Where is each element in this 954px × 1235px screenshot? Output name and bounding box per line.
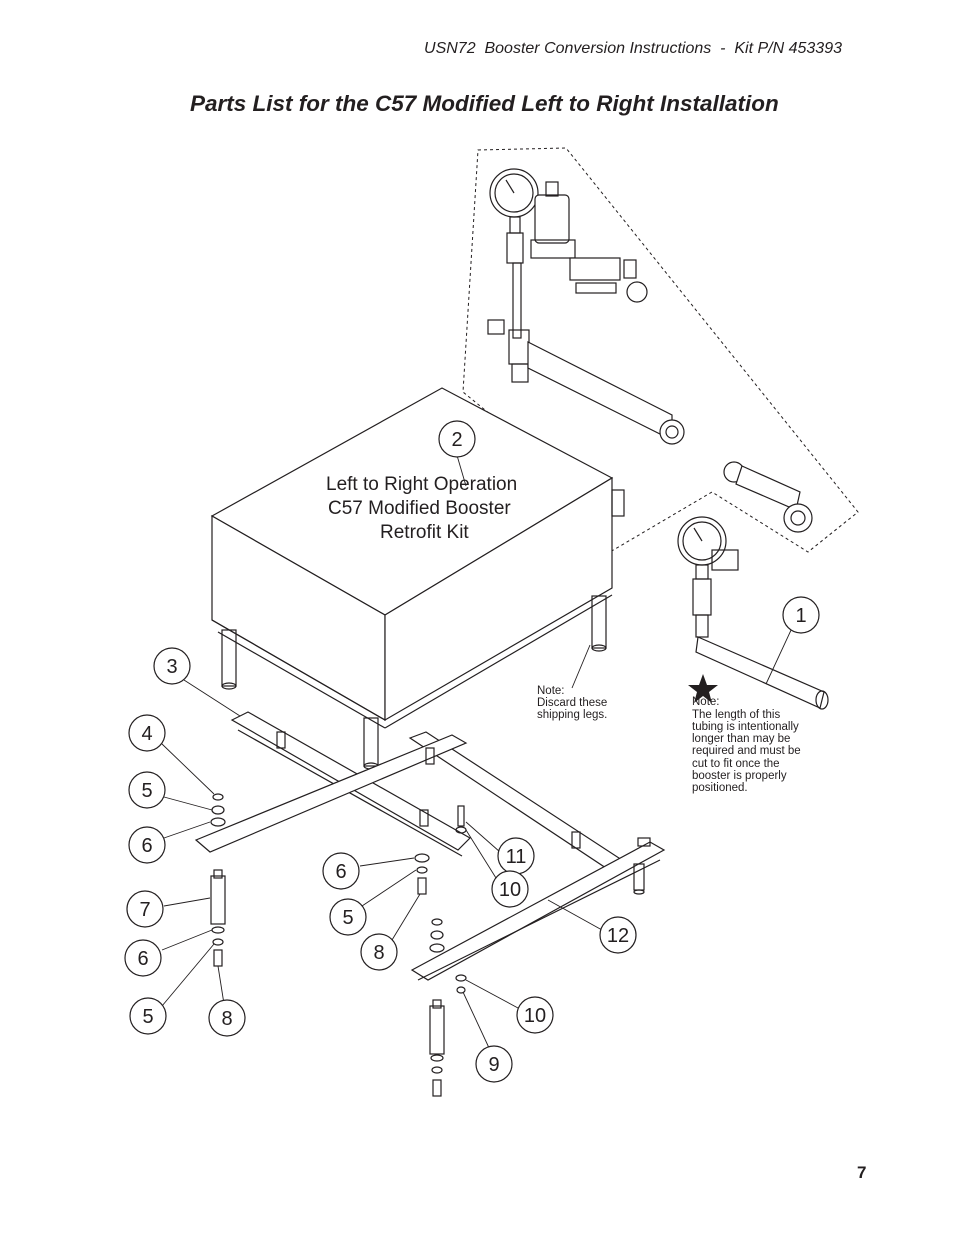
booster-cabinet	[210, 387, 625, 770]
kit-label-line2: C57 Modified Booster	[328, 498, 511, 519]
callout-4: 4	[141, 723, 152, 745]
callout-8-lower: 8	[221, 1008, 232, 1030]
kit-label-line1: Left to Right Operation	[326, 474, 517, 495]
tubing-note-line1: Note:	[692, 696, 720, 708]
legs-note-line2: Discard these	[537, 697, 607, 709]
callout-10-lower: 10	[524, 1005, 546, 1027]
base-frame	[194, 711, 666, 981]
callout-6-middle: 6	[335, 861, 346, 883]
callout-5-lower: 5	[142, 1006, 153, 1028]
callout-7: 7	[139, 899, 150, 921]
tubing-note-line3: tubing is intentionally	[692, 721, 799, 733]
callout-6-left: 6	[141, 835, 152, 857]
callout-circles	[124, 420, 820, 1083]
callout-11: 11	[506, 846, 527, 868]
tubing-note-line6: cut to fit once the	[692, 758, 780, 770]
hardware-bottom	[429, 999, 445, 1097]
hardware-left	[210, 793, 226, 967]
tubing-note-line8: positioned.	[692, 782, 748, 794]
page-number: 7	[857, 1163, 867, 1182]
callout-2: 2	[451, 429, 462, 451]
leader-lines	[161, 451, 793, 1051]
callout-9: 9	[488, 1054, 499, 1076]
callout-5-middle: 5	[342, 907, 353, 929]
tubing-note-line4: longer than may be	[692, 733, 790, 745]
callout-12: 12	[607, 925, 629, 947]
callout-6-lower: 6	[137, 948, 148, 970]
page-title: Parts List for the C57 Modified Left to …	[190, 91, 779, 116]
star-icon	[688, 674, 718, 703]
page-header: USN72 Booster Conversion Instructions - …	[424, 40, 842, 57]
shipping-legs-note: Note: Discard these shipping legs.	[537, 685, 607, 721]
callout-1: 1	[795, 605, 806, 627]
tubing-note: Note: The length of this tubing is inten…	[692, 696, 801, 794]
kit-label: Left to Right Operation C57 Modified Boo…	[326, 474, 517, 543]
valve-assembly	[487, 168, 685, 445]
hardware-middle	[414, 805, 467, 994]
callout-3: 3	[166, 656, 177, 678]
callout-10-upper: 10	[499, 879, 521, 901]
legs-note-line1: Note:	[537, 685, 565, 697]
callout-5-left: 5	[141, 780, 152, 802]
callout-8-middle: 8	[373, 942, 384, 964]
legs-note-line3: shipping legs.	[537, 709, 607, 721]
gauge-tubing	[677, 516, 829, 710]
elbow-fitting	[723, 461, 813, 533]
kit-label-line3: Retrofit Kit	[380, 522, 469, 543]
tubing-note-line5: required and must be	[692, 745, 801, 757]
tubing-note-line2: The length of this	[692, 709, 780, 721]
tubing-note-line7: booster is properly	[692, 770, 787, 782]
